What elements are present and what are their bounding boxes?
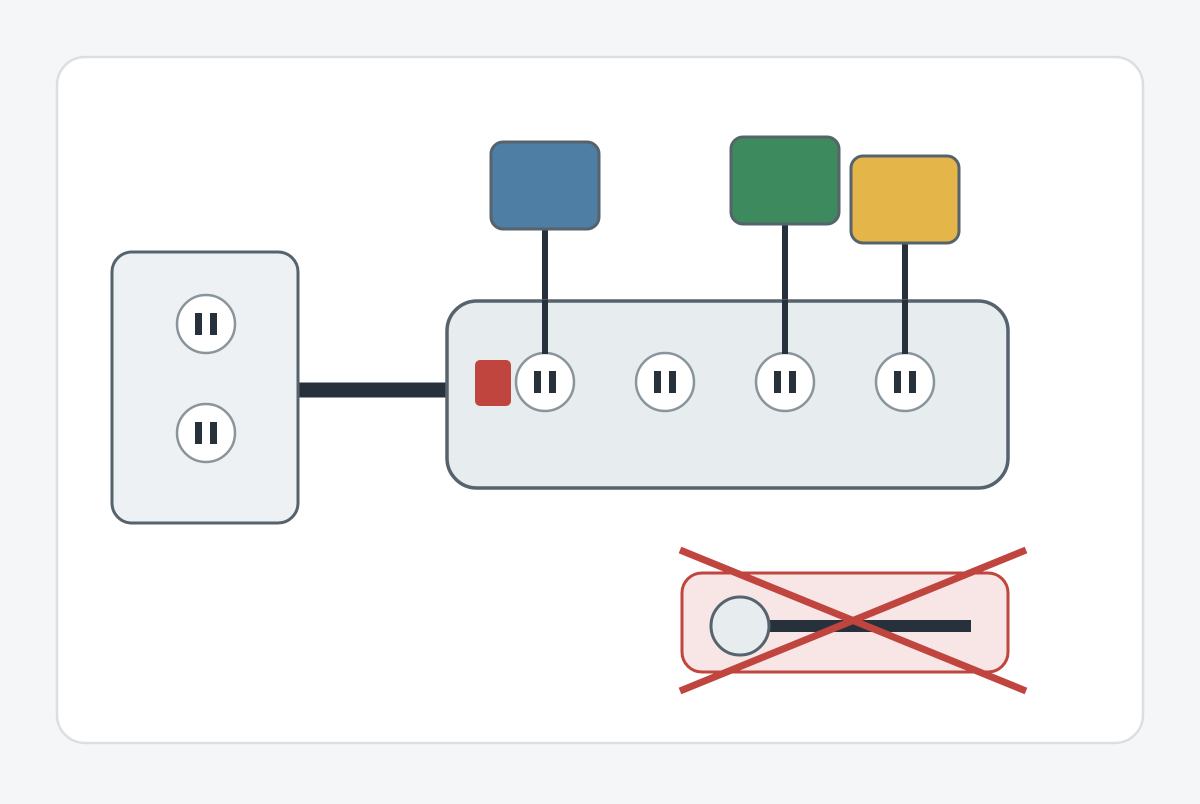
wall-outlet-plate [110, 250, 300, 525]
socket-slot-right [210, 313, 217, 335]
socket-face [634, 351, 696, 413]
device-green-icon [729, 135, 841, 226]
socket-slot-left [195, 422, 202, 444]
cross-line-2 [678, 546, 1028, 695]
power-strip-icon [445, 299, 1010, 490]
socket-slot-right [789, 371, 796, 393]
socket-slot-right [669, 371, 676, 393]
socket-slot-left [534, 371, 541, 393]
socket-slot-left [195, 313, 202, 335]
plug-head-icon [709, 595, 771, 657]
socket-face [754, 351, 816, 413]
power-strip-socket-2 [634, 351, 696, 413]
socket-slot-right [210, 422, 217, 444]
power-switch-icon [475, 360, 511, 406]
prohibited-extension-cord [678, 546, 1028, 695]
wall-socket-top [175, 293, 237, 355]
power-strip-body [445, 299, 1010, 490]
socket-face [514, 351, 576, 413]
power-strip-socket-4 [874, 351, 936, 413]
power-strip-socket-1 [514, 351, 576, 413]
socket-slot-left [894, 371, 901, 393]
device-yellow-icon [849, 154, 961, 245]
wall-socket-bottom [175, 402, 237, 464]
socket-slot-left [774, 371, 781, 393]
wall-outlet-icon [110, 250, 300, 525]
socket-face [175, 402, 237, 464]
socket-face [874, 351, 936, 413]
socket-slot-right [549, 371, 556, 393]
socket-slot-left [654, 371, 661, 393]
device-blue-icon [489, 140, 601, 231]
power-strip-socket-3 [754, 351, 816, 413]
cross-icon [678, 546, 1028, 695]
socket-face [175, 293, 237, 355]
socket-slot-right [909, 371, 916, 393]
